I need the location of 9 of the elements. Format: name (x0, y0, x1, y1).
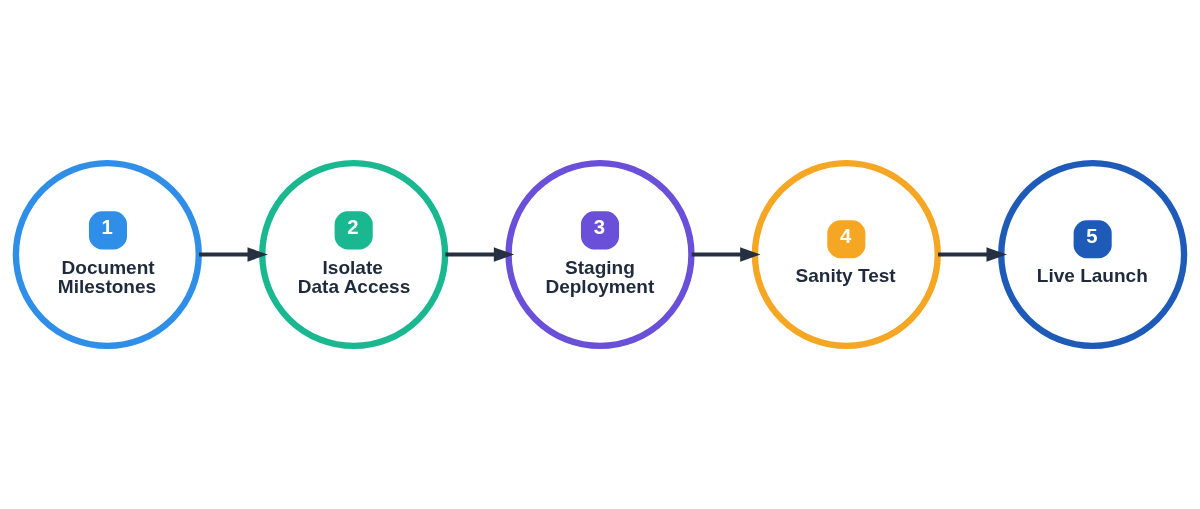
arrow (199, 247, 268, 262)
node-circle: 2 Isolate Data Access (259, 159, 449, 350)
arrow (691, 247, 761, 262)
node-circle: 5 Live Launch (998, 159, 1188, 350)
arrow (445, 247, 515, 262)
node-circle: 1 Document Milestones (12, 159, 202, 350)
node-circle: 3 Staging Deployment (505, 159, 695, 350)
node-circle: 4 Sanity Test (751, 159, 941, 350)
arrow (938, 247, 1007, 262)
